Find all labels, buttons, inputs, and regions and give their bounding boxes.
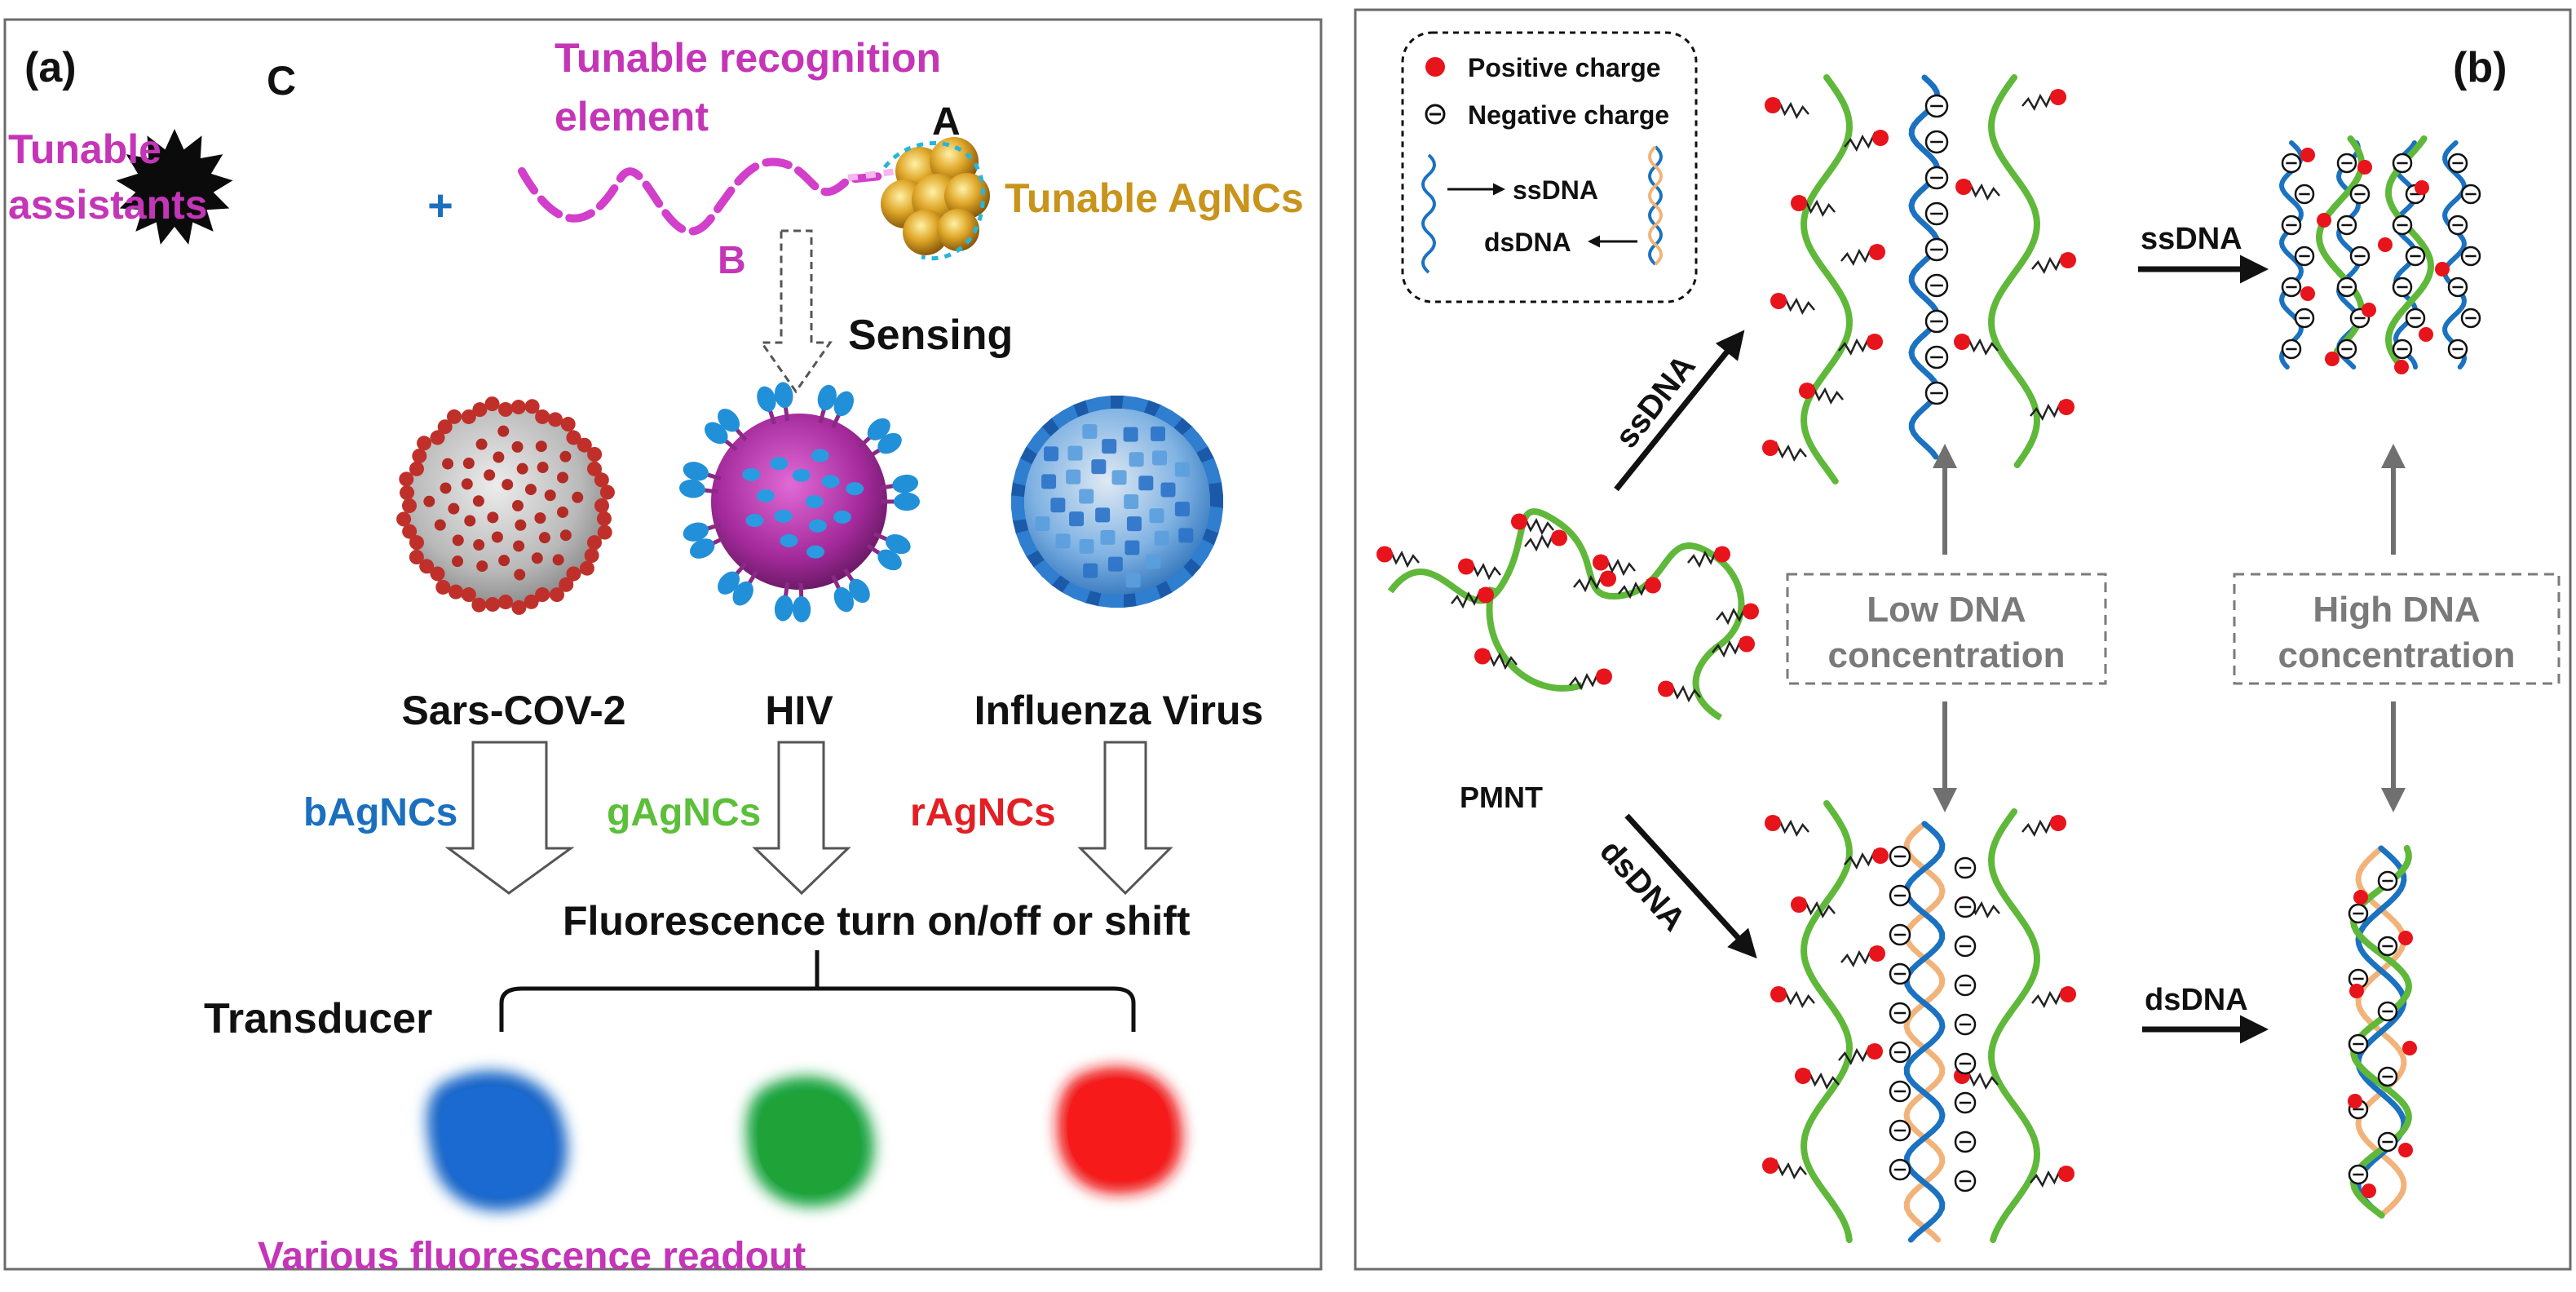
fluorescence-label: Fluorescence turn on/off or shift	[563, 898, 1191, 944]
green-fluorescence-blob	[746, 1076, 874, 1207]
virus-label-sars: Sars-COV-2	[401, 688, 625, 733]
legend-positive-icon	[1425, 57, 1445, 77]
dsdna-aggregate-high	[2348, 845, 2417, 1219]
blue-fluorescence-blob	[426, 1071, 568, 1211]
legend-negative-icon	[1425, 104, 1446, 125]
virus-label-influenza: Influenza Virus	[974, 688, 1264, 733]
red-fluorescence-blob	[1057, 1067, 1182, 1194]
letter-c: C	[267, 58, 296, 104]
pmnt-polymer	[1376, 508, 1759, 721]
low-box-line2: concentration	[1828, 635, 2066, 675]
legend-ssdna-label: ssDNA	[1513, 175, 1598, 205]
recognition-line1: Tunable recognition	[555, 35, 941, 81]
right-ssdna-label: ssDNA	[2141, 222, 2242, 256]
low-concentration-box	[1786, 573, 2107, 685]
high-box-line1: High DNA	[2313, 590, 2480, 630]
high-concentration-box	[2233, 573, 2561, 685]
panel-a-label: (a)	[24, 44, 77, 91]
sars-cov-2-virus-icon	[396, 396, 615, 615]
agncs-label-red: rAgNCs	[910, 791, 1056, 834]
recognition-strand	[518, 157, 893, 236]
hollow-arrow-sars	[444, 741, 575, 895]
panel-a-border	[3, 18, 1323, 1271]
sensing-label: Sensing	[848, 312, 1013, 359]
transducer-label: Transducer	[204, 995, 432, 1042]
right-dsdna-label: dsDNA	[2145, 983, 2248, 1017]
agncs-label-green: gAgNCs	[607, 791, 761, 834]
panel-b-label: (b)	[2453, 44, 2507, 91]
star-burst-icon	[116, 129, 233, 245]
high-box-line2: concentration	[2278, 635, 2516, 675]
ssdna-aggregate-high	[2278, 135, 2481, 374]
virus-label-hiv: HIV	[765, 688, 833, 733]
legend-dsdna-strand	[1648, 145, 1663, 266]
low-box-line1: Low DNA	[1867, 590, 2026, 630]
sensing-arrow	[759, 229, 833, 394]
dsdna-complex-low	[1762, 800, 2076, 1243]
influenza-virus-icon	[1010, 395, 1224, 608]
recognition-line2: element	[555, 94, 709, 139]
legend-box	[1401, 31, 1698, 303]
linker-strand	[847, 168, 898, 181]
transducer-bracket	[499, 950, 1136, 1032]
arrow-to-ssdna	[1614, 330, 1745, 492]
letter-b: B	[718, 239, 746, 282]
tunable-assistants-line2: assistants	[8, 182, 208, 228]
agncs-label-blue: bAgNCs	[303, 791, 457, 834]
hiv-virus-icon	[679, 382, 920, 622]
readout-label: Various fluorescence readout	[258, 1235, 806, 1278]
pmnt-label: PMNT	[1460, 781, 1543, 814]
legend-positive-label: Positive charge	[1468, 53, 1661, 82]
panel-a: (a) C Tunable assistants + Tunable recog…	[3, 18, 1323, 1278]
hollow-arrow-flu	[1077, 741, 1173, 896]
panel-b: (b) Positive charge Negative charge ssDN…	[1354, 8, 2572, 1271]
arrow-to-dsdna	[1624, 813, 1757, 959]
legend-ssdna-strand	[1421, 153, 1436, 274]
legend-negative-label: Negative charge	[1468, 100, 1669, 130]
plus-sign: +	[427, 181, 453, 230]
ssdna-complex-low	[1762, 74, 2076, 484]
tunable-assistants-line1: Tunable	[8, 126, 161, 172]
letter-a: A	[932, 100, 961, 144]
legend-dsdna-label: dsDNA	[1484, 228, 1571, 257]
tunable-agncs-label: Tunable AgNCs	[1005, 175, 1304, 221]
silver-nanocluster-icon	[881, 137, 990, 261]
hollow-arrow-hiv	[752, 741, 851, 896]
